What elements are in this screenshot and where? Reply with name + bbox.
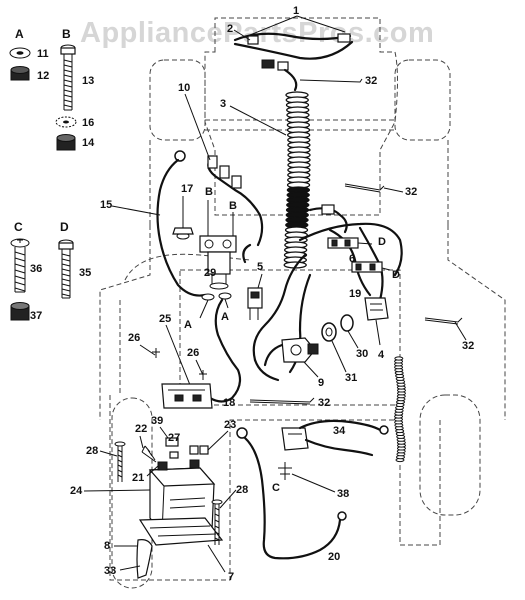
inline-letter-b-b: B [229,200,237,212]
callout-3: 3 [220,98,226,110]
letter-c: C [14,220,23,234]
cable-15 [156,150,207,297]
callout-32-d: 32 [318,397,330,409]
module-34 [281,419,389,457]
callout-38: 38 [337,488,349,500]
terminal-nuts [199,292,232,319]
battery [138,383,224,546]
callout-34: 34 [333,425,346,437]
callout-11: 11 [37,48,49,60]
callout-35: 35 [79,267,91,279]
callout-26-b: 26 [187,347,199,359]
battery-positive-cable [208,298,242,403]
inline-letter-a-a: A [184,319,192,331]
callout-9: 9 [318,377,324,389]
callout-32-a: 32 [365,75,377,87]
callout-25: 25 [159,313,171,325]
switch-plate [364,297,389,321]
hardware-c-d: C D [10,220,74,321]
ground-cable [236,427,347,560]
callout-5: 5 [257,261,263,273]
connector-5 [247,287,263,320]
letter-d: D [60,220,69,234]
callout-12: 12 [37,70,49,82]
callout-19: 19 [349,288,361,300]
callout-18: 18 [223,397,235,409]
callout-39: 39 [151,415,163,427]
callout-33: 33 [104,565,116,577]
wire-ties [249,78,463,405]
callout-17: 17 [181,183,193,195]
inline-letter-d-b: D [392,269,400,281]
callout-28-b: 28 [236,484,248,496]
ignition-switch [263,337,319,367]
callout-27: 27 [168,432,180,444]
inline-letter-c: C [272,482,280,494]
tractor-outline [99,17,506,589]
callout-37: 37 [30,310,42,322]
letter-b: B [62,27,71,41]
main-harness [207,155,403,382]
callout-15: 15 [100,199,112,211]
callout-31: 31 [345,372,357,384]
ground-bolt [278,462,292,480]
callout-7: 7 [228,571,234,583]
connector-group-19 [351,261,391,273]
letter-a: A [15,27,24,41]
callout-13: 13 [82,75,94,87]
callout-22: 22 [135,423,147,435]
callout-14: 14 [82,137,95,149]
callout-10: 10 [178,82,190,94]
callout-1: 1 [293,5,299,17]
callout-36: 36 [30,263,42,275]
part-17-pin [172,196,194,240]
callout-8: 8 [104,540,110,552]
coiled-wire-loom [283,91,311,269]
coiled-lead [394,356,406,463]
inline-letter-d-a: D [378,236,386,248]
callout-29: 29 [204,267,216,279]
callout-20: 20 [328,551,340,563]
hardware-a-b: A B [9,27,77,151]
callout-32-b: 32 [405,186,417,198]
callout-2: 2 [227,23,233,35]
callout-23: 23 [224,419,236,431]
solenoid [199,200,237,290]
callout-28-a: 28 [86,445,98,457]
callout-30: 30 [356,348,368,360]
callout-6: 6 [349,253,355,265]
callout-24: 24 [70,485,83,497]
terminal-boot [136,539,153,579]
inline-letter-b-a: B [205,186,213,198]
callout-4: 4 [378,349,385,361]
grommets [321,314,354,342]
callout-16: 16 [82,117,94,129]
connector-group-6 [327,237,373,249]
callout-26-a: 26 [128,332,140,344]
bolts-28 [114,441,223,545]
inline-letter-a-b: A [221,311,229,323]
headlight-harness [233,32,354,92]
callout-32-c: 32 [462,340,474,352]
callout-21: 21 [132,472,144,484]
